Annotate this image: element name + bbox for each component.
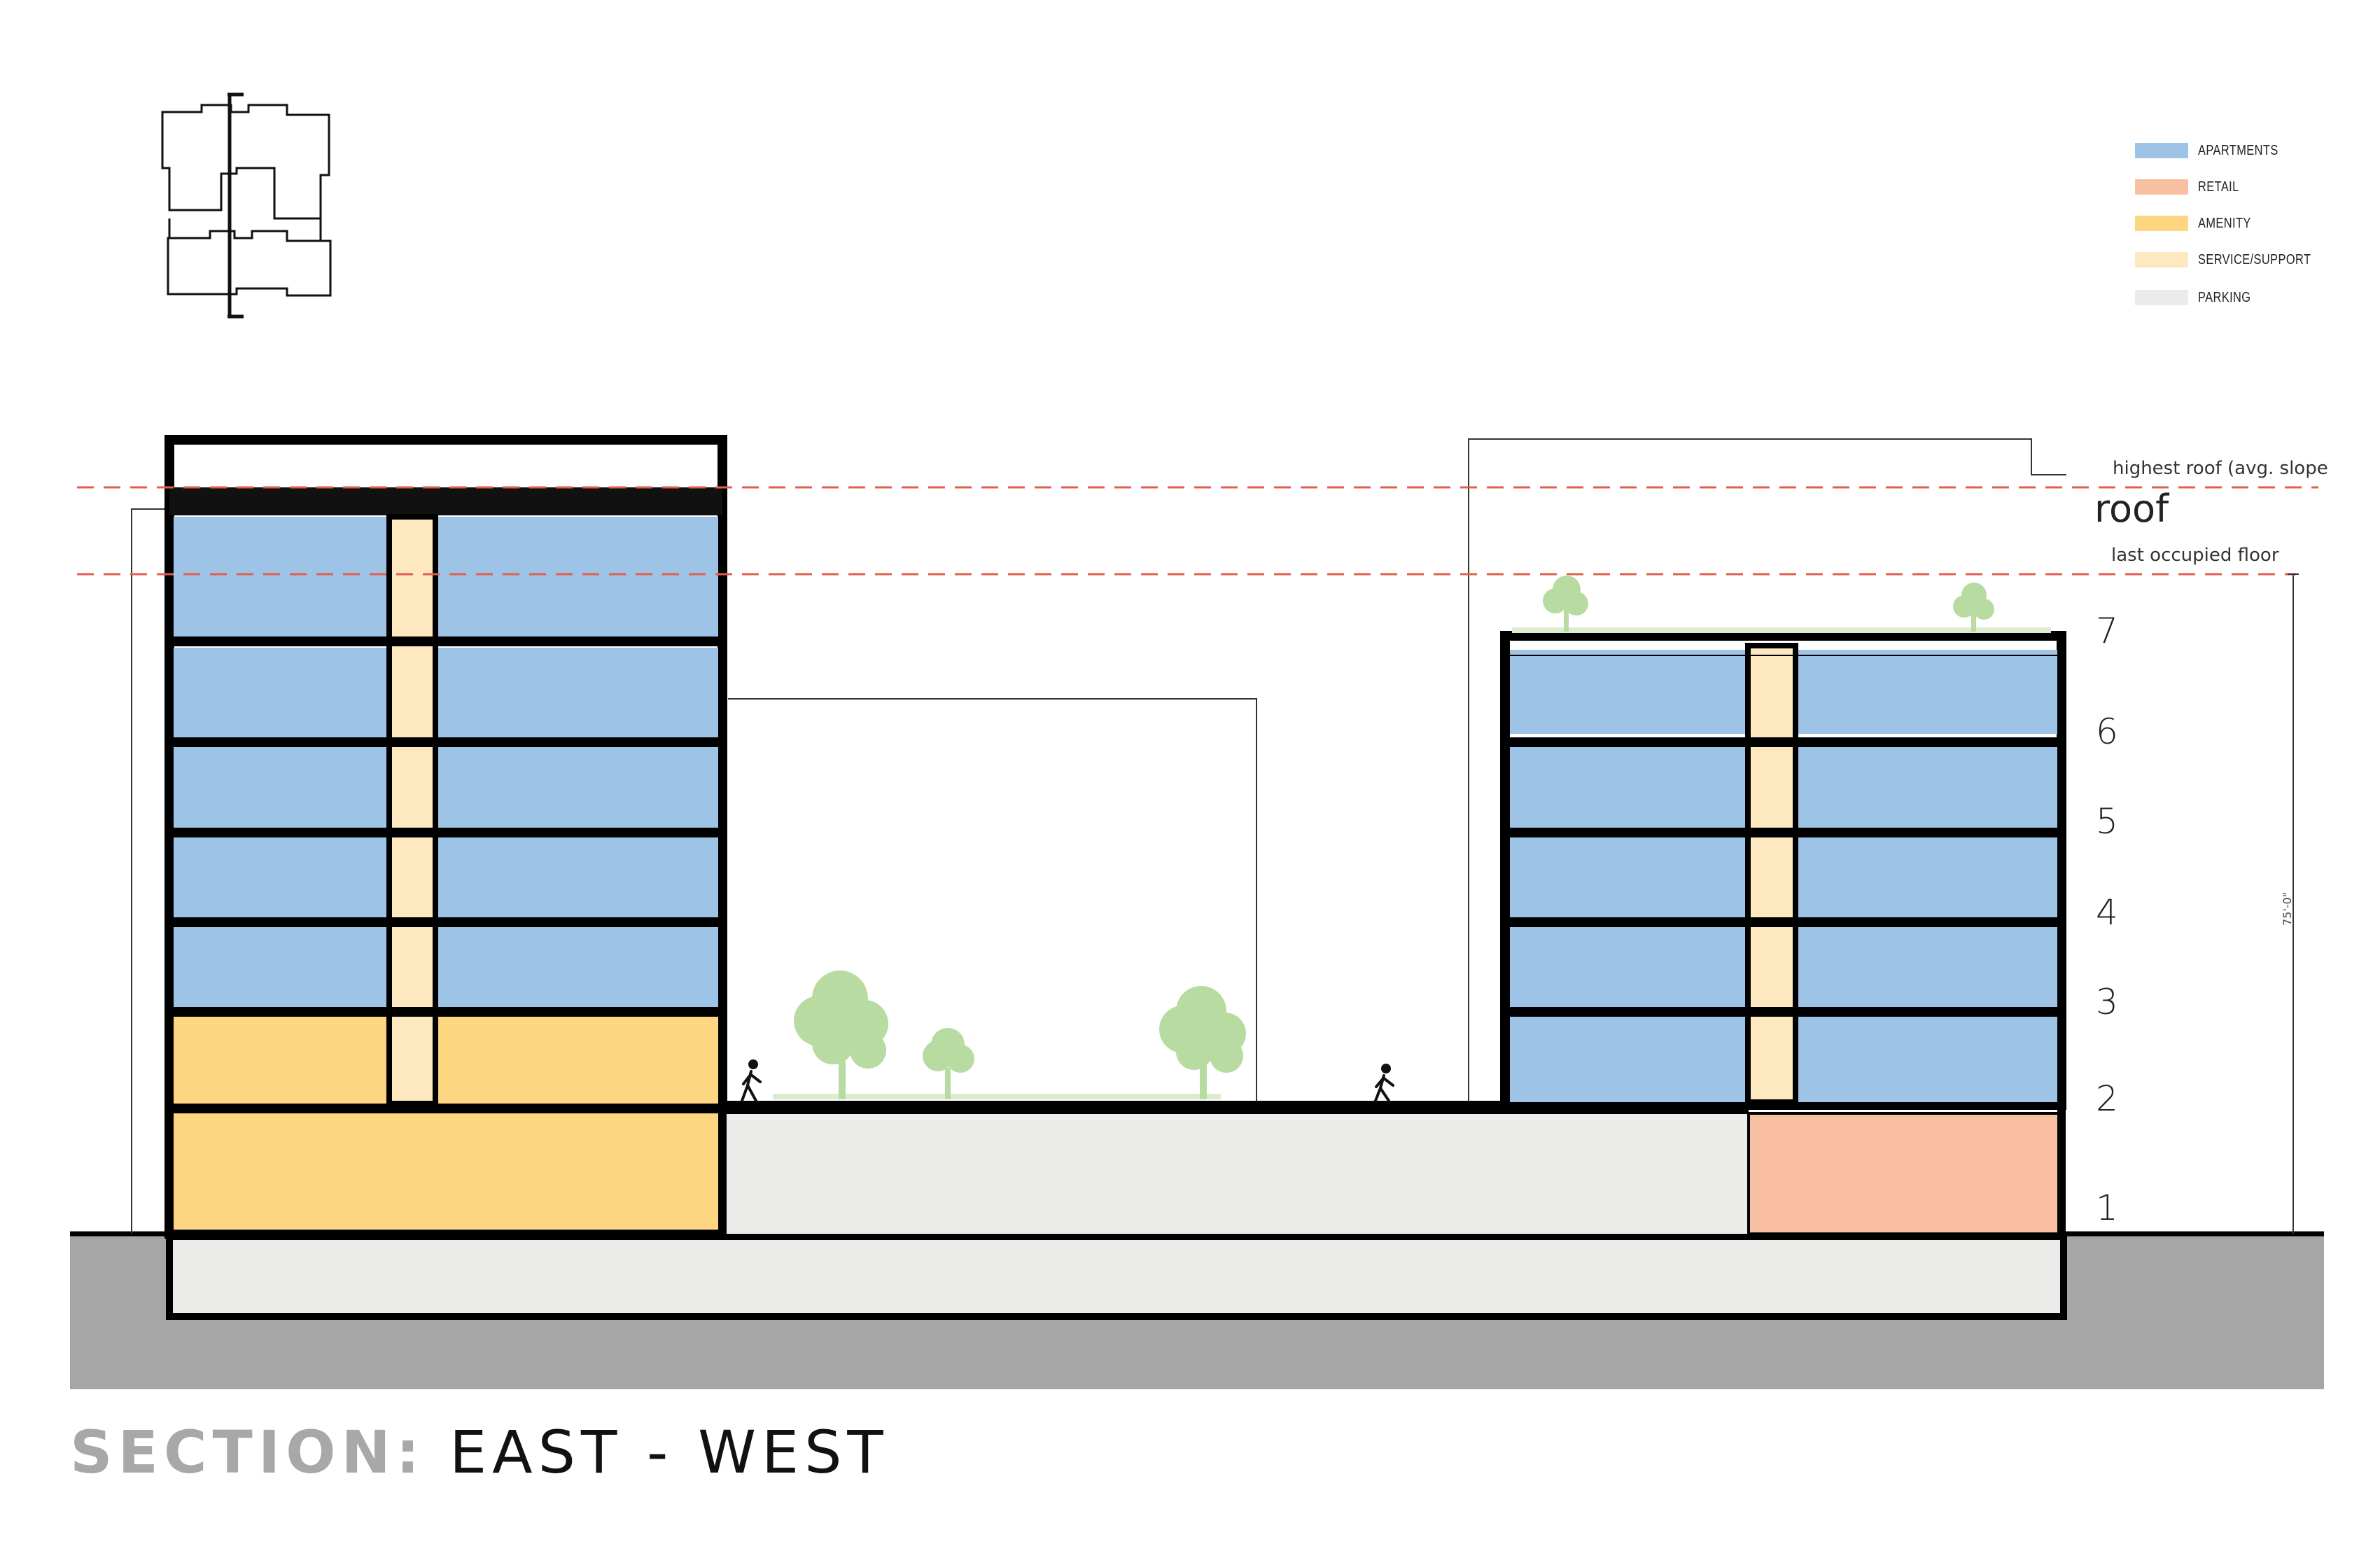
- legend-item-apartments: APARTMENTS: [2135, 140, 2296, 161]
- basement-parking: [166, 1233, 2067, 1320]
- key-plan-icon: [161, 92, 332, 319]
- floor-level-label: 2: [2096, 1078, 2118, 1119]
- floor-level-label: 5: [2096, 801, 2118, 842]
- title-prefix: SECTION:: [70, 1418, 426, 1487]
- legend-swatch: [2135, 216, 2188, 231]
- reference-lines: [77, 486, 2318, 576]
- pedestrian-icon: [1374, 1064, 1394, 1102]
- legend-label: PARKING: [2198, 289, 2251, 305]
- tree-icon: [1953, 583, 1994, 632]
- context-outlines: [131, 438, 2294, 1234]
- legend-swatch: [2135, 290, 2188, 305]
- east-building: [1500, 627, 2066, 1235]
- legend-swatch: [2135, 252, 2188, 267]
- floor-level-label: 3: [2096, 982, 2118, 1022]
- tree-icon: [1543, 576, 1588, 632]
- tree-icon: [794, 971, 888, 1099]
- legend-label: RETAIL: [2198, 179, 2239, 195]
- roof-label: roof: [2094, 487, 2169, 531]
- legend-swatch: [2135, 143, 2188, 158]
- legend-swatch: [2135, 179, 2188, 195]
- height-dimension: 75'-0": [2281, 891, 2294, 926]
- west-building: [164, 435, 727, 1239]
- drawing-title: SECTION: EAST - WEST: [70, 1418, 889, 1487]
- legend-label: APARTMENTS: [2198, 142, 2278, 158]
- floor-level-label: 7: [2096, 611, 2118, 651]
- parking-podium: [727, 1109, 1749, 1234]
- tree-icon: [1159, 986, 1246, 1099]
- highest-roof-label: highest roof (avg. slope: [2113, 458, 2328, 479]
- legend-item-parking: PARKING: [2135, 287, 2262, 308]
- last-occupied-floor-label: last occupied floor: [2111, 545, 2279, 566]
- pedestrian-icon: [741, 1059, 762, 1102]
- legend-label: SERVICE/SUPPORT: [2198, 251, 2311, 267]
- floor-level-label: 6: [2096, 711, 2118, 752]
- title-main: EAST - WEST: [449, 1418, 889, 1487]
- tree-icon: [923, 1028, 974, 1099]
- legend-label: AMENITY: [2198, 215, 2251, 231]
- legend-item-amenity: AMENITY: [2135, 213, 2262, 234]
- floor-level-label: 1: [2096, 1188, 2118, 1228]
- legend-item-service: SERVICE/SUPPORT: [2135, 249, 2336, 270]
- legend-item-retail: RETAIL: [2135, 176, 2248, 197]
- floor-level-label: 4: [2096, 892, 2118, 933]
